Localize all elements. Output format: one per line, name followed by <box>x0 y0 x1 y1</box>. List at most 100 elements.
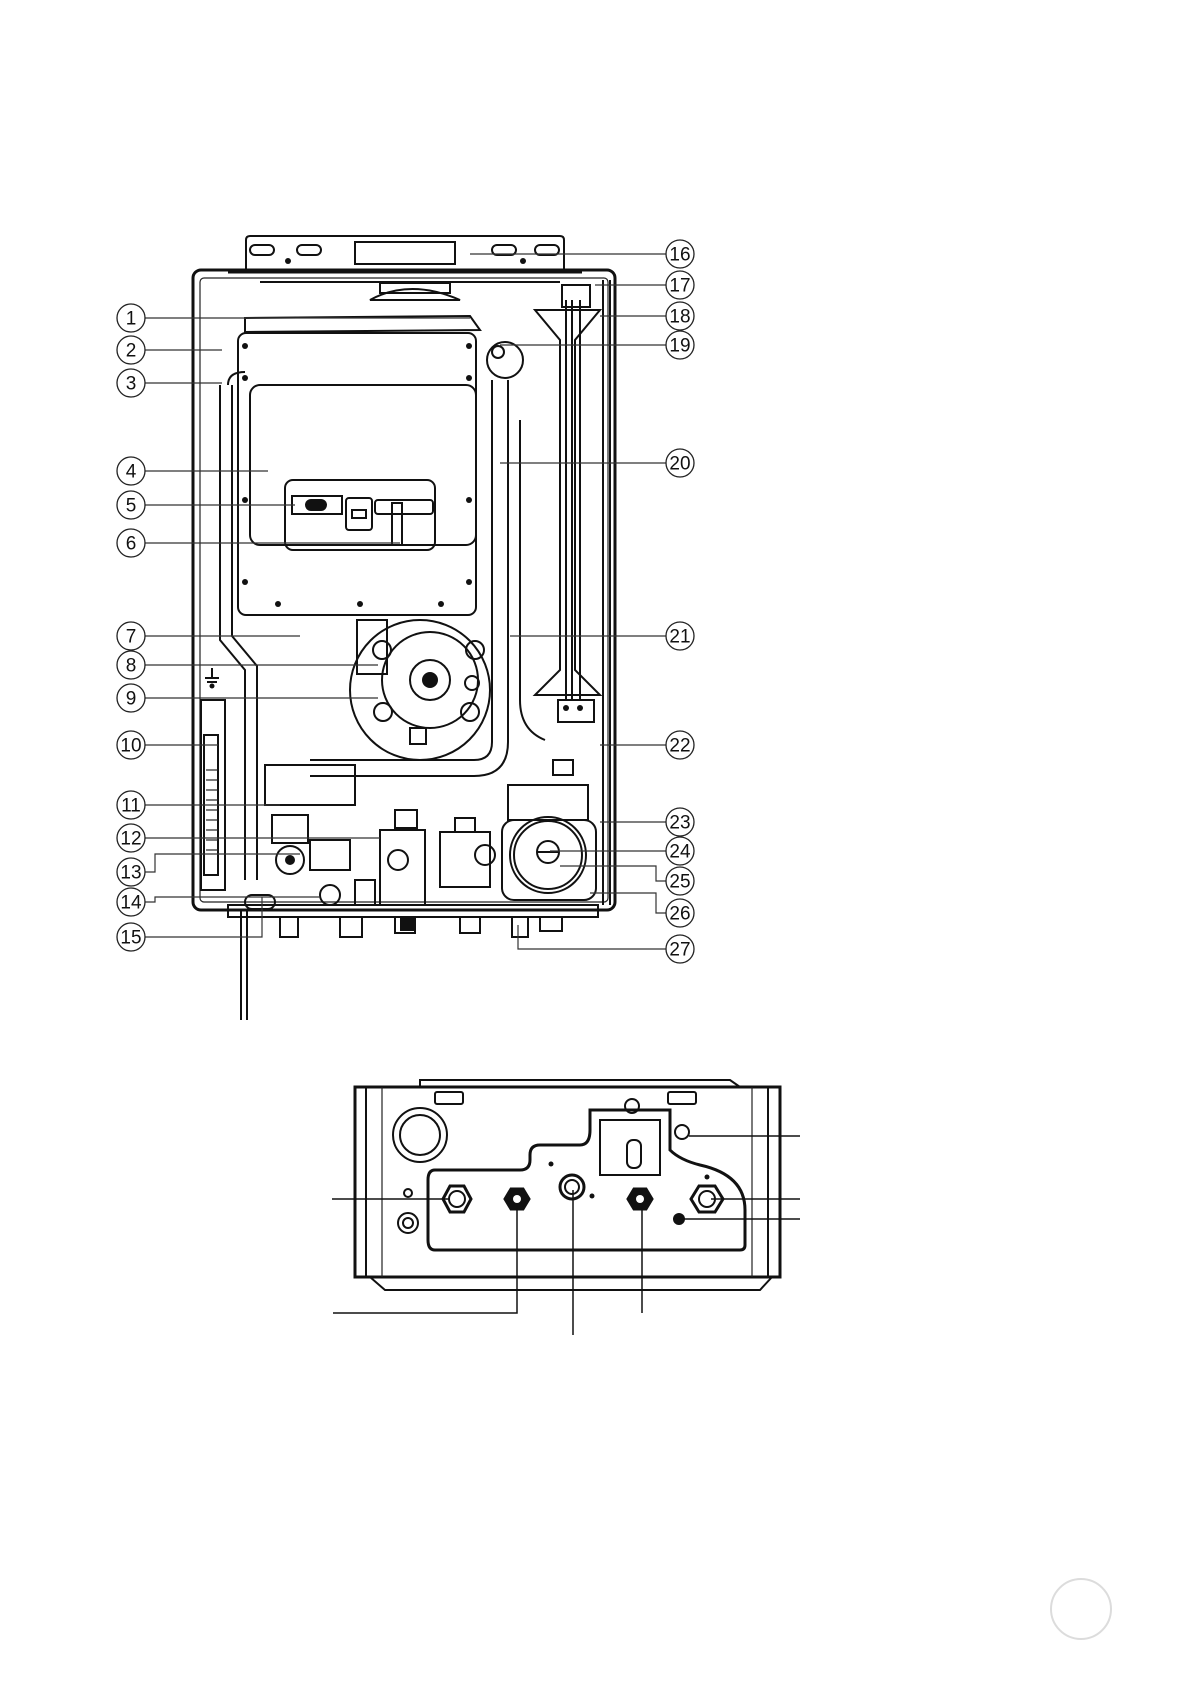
bottom-connections <box>227 904 599 938</box>
callout-18: 18 <box>665 301 695 331</box>
callout-circle <box>665 836 695 866</box>
bottom-leader-connection-2 <box>333 1205 518 1314</box>
callout-circle <box>665 448 695 478</box>
callout-23: 23 <box>665 807 695 837</box>
callout-number: 13 <box>120 863 141 884</box>
circulation-pump <box>474 759 597 901</box>
callout-circle <box>116 303 146 333</box>
callout-7: 7 <box>116 621 146 651</box>
callout-12: 12 <box>116 823 146 853</box>
callout-number: 20 <box>669 454 690 475</box>
casing <box>191 268 617 912</box>
leader-line-25 <box>560 865 666 882</box>
callout-number: 16 <box>669 245 690 266</box>
callout-number: 12 <box>120 829 141 850</box>
fan-assembly <box>349 619 491 761</box>
callout-number: 7 <box>126 627 137 648</box>
callout-circle <box>116 823 146 853</box>
callout-circle <box>116 857 146 887</box>
earth-ground-icon <box>205 668 219 689</box>
callout-number: 9 <box>126 689 137 710</box>
callout-number: 22 <box>669 736 690 757</box>
callout-11: 11 <box>116 790 146 820</box>
callout-circle <box>116 730 146 760</box>
expansion-vessel <box>532 280 611 905</box>
callout-circle <box>116 922 146 952</box>
control-board <box>200 699 226 891</box>
callout-2: 2 <box>116 335 146 365</box>
callout-circle <box>665 239 695 269</box>
callout-circle <box>116 621 146 651</box>
callout-number: 3 <box>126 374 137 395</box>
callout-17: 17 <box>665 270 695 300</box>
callout-labels: 1234567891011121314151617181920212223242… <box>116 239 695 964</box>
bottom-view <box>353 1079 782 1291</box>
callout-circle <box>665 866 695 896</box>
callout-number: 25 <box>669 872 690 893</box>
leader-line-27 <box>517 925 666 950</box>
flue-collar <box>244 282 482 334</box>
callout-circle <box>116 887 146 917</box>
callout-number: 2 <box>126 341 137 362</box>
callout-circle <box>116 335 146 365</box>
callout-number: 14 <box>120 893 142 914</box>
callout-4: 4 <box>116 456 146 486</box>
front-view <box>191 235 617 1020</box>
leader-line-15 <box>145 897 263 938</box>
callout-circle <box>665 807 695 837</box>
callout-circle <box>665 730 695 760</box>
callout-27: 27 <box>665 934 695 964</box>
callout-16: 16 <box>665 239 695 269</box>
callout-21: 21 <box>665 621 695 651</box>
callout-number: 17 <box>669 276 690 297</box>
wall-bracket <box>245 235 565 270</box>
callout-circle <box>665 330 695 360</box>
callout-circle <box>665 270 695 300</box>
gas-valve <box>379 809 491 906</box>
callout-number: 27 <box>669 940 690 961</box>
callout-number: 4 <box>126 462 137 483</box>
hydraulic-block <box>240 764 376 1020</box>
flow-pipe <box>310 341 546 777</box>
callout-1: 1 <box>116 303 146 333</box>
callout-3: 3 <box>116 368 146 398</box>
callout-9: 9 <box>116 683 146 713</box>
callout-25: 25 <box>665 866 695 896</box>
callout-number: 19 <box>669 336 690 357</box>
callout-leaders <box>145 253 666 950</box>
callout-number: 15 <box>120 928 141 949</box>
callout-circle <box>665 934 695 964</box>
callout-circle <box>116 790 146 820</box>
callout-number: 24 <box>669 842 691 863</box>
leader-line-13 <box>145 853 300 873</box>
callout-number: 21 <box>669 627 690 648</box>
page-number-badge <box>1050 1578 1112 1640</box>
callout-circle <box>116 683 146 713</box>
callout-number: 1 <box>126 309 137 330</box>
callout-8: 8 <box>116 650 146 680</box>
callout-26: 26 <box>665 898 695 928</box>
callout-22: 22 <box>665 730 695 760</box>
callout-13: 13 <box>116 857 146 887</box>
callout-circle <box>665 301 695 331</box>
callout-5: 5 <box>116 490 146 520</box>
callout-number: 6 <box>126 534 137 555</box>
callout-number: 23 <box>669 813 690 834</box>
callout-circle <box>116 650 146 680</box>
callout-circle <box>116 368 146 398</box>
callout-circle <box>116 456 146 486</box>
callout-circle <box>665 898 695 928</box>
callout-number: 18 <box>669 307 690 328</box>
return-pipe <box>219 371 258 880</box>
callout-circle <box>665 621 695 651</box>
callout-circle <box>116 528 146 558</box>
leader-line-14 <box>145 896 320 903</box>
callout-number: 5 <box>126 496 137 517</box>
callout-6: 6 <box>116 528 146 558</box>
callout-15: 15 <box>116 922 146 952</box>
callout-20: 20 <box>665 448 695 478</box>
callout-circle <box>116 490 146 520</box>
callout-19: 19 <box>665 330 695 360</box>
callout-number: 11 <box>121 796 141 817</box>
